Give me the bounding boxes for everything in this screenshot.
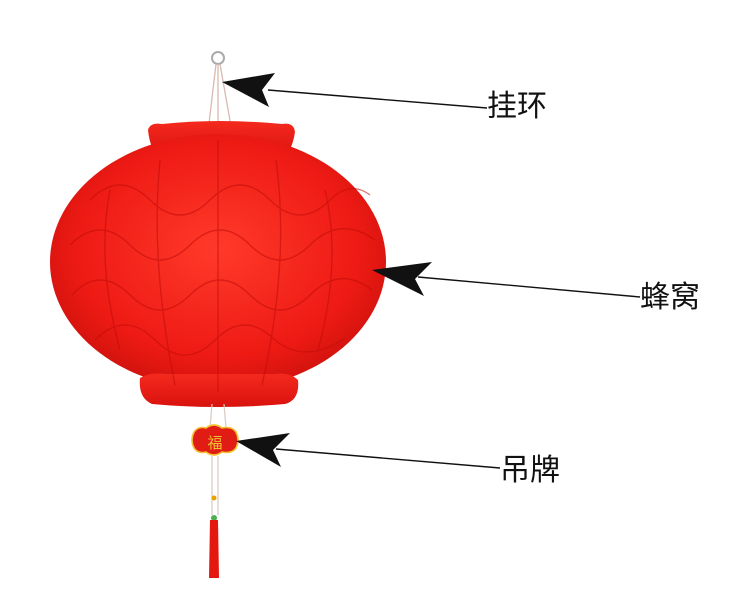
- arrow-icon: [222, 73, 488, 109]
- label-honeycomb: 蜂窝: [640, 280, 700, 315]
- fu-tag-icon: 福: [191, 424, 239, 456]
- label-hanging-ring: 挂环: [487, 89, 547, 124]
- tag-character: 福: [207, 434, 222, 452]
- lantern-icon: [50, 121, 386, 407]
- arrow-icon: [236, 433, 501, 469]
- tassel-icon: [209, 456, 219, 578]
- label-tag: 吊牌: [500, 453, 560, 488]
- arrow-icon: [372, 262, 641, 298]
- hanging-ring-icon: [207, 51, 233, 133]
